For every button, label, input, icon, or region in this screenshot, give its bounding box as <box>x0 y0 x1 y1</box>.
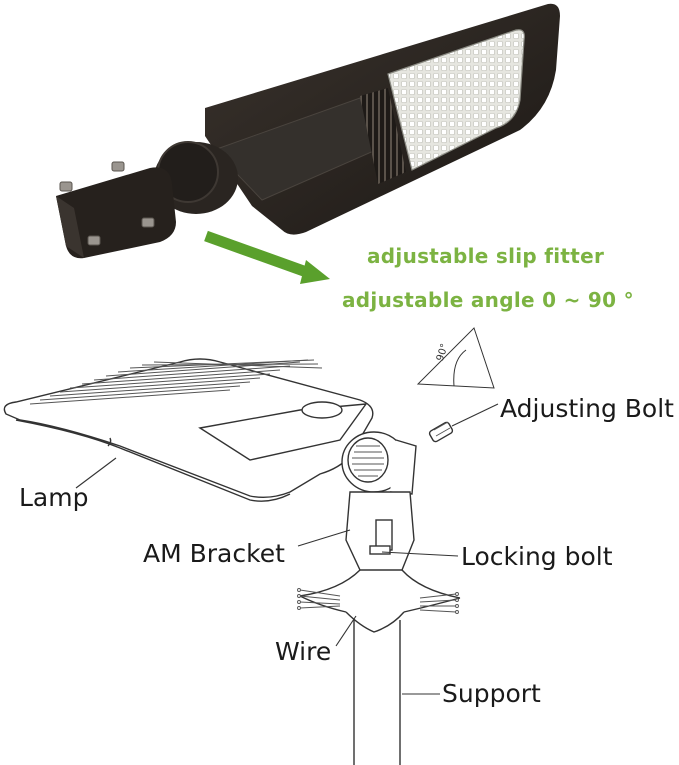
lamp-label: Lamp <box>19 483 89 512</box>
angle-caption: adjustable angle 0 ~ 90 ° <box>342 288 634 312</box>
slip-fitter-caption: adjustable slip fitter <box>367 244 605 268</box>
wire-label: Wire <box>275 637 332 666</box>
fitter-bolts <box>59 161 155 246</box>
line-drawing <box>3 327 499 765</box>
heat-sink-fins <box>29 359 323 405</box>
adjusting-bolt-drawing <box>428 421 454 443</box>
locking-bolt-label: Locking bolt <box>461 542 613 571</box>
adjusting-bolt-label: Adjusting Bolt <box>500 394 674 423</box>
slip-fitter-front <box>56 196 84 258</box>
adjustment-knuckle <box>341 431 417 495</box>
wires <box>297 588 459 614</box>
support-pole <box>353 620 401 765</box>
angle-indicator <box>416 327 495 389</box>
slip-fitter-body <box>56 167 176 259</box>
support-label: Support <box>442 679 541 708</box>
am-bracket-label: AM Bracket <box>143 539 285 568</box>
green-arrow <box>204 230 330 284</box>
product-photo <box>56 3 560 259</box>
vent-fins <box>360 88 406 184</box>
leader-lines <box>75 403 499 695</box>
led-panel <box>387 29 525 171</box>
